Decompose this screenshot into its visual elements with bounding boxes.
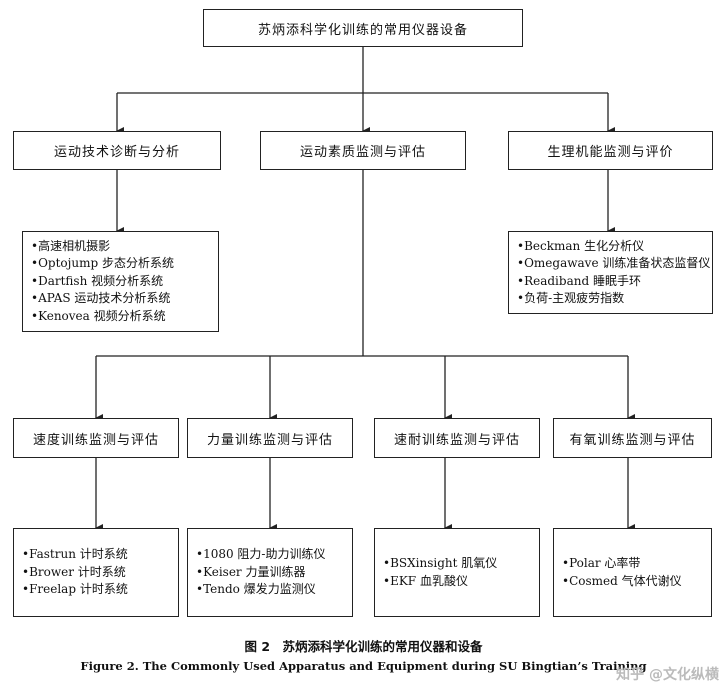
list-aerobic-equipment: •Polar 心率带 •Cosmed 气体代谢仪 bbox=[553, 528, 712, 617]
node-strength-training: 力量训练监测与评估 bbox=[187, 418, 353, 458]
watermark: 知乎 @文化纵横 bbox=[616, 667, 719, 683]
node-speed-endurance-training: 速耐训练监测与评估 bbox=[374, 418, 540, 458]
list-item: •EKF 血乳酸仪 bbox=[383, 573, 468, 588]
node-speed-training: 速度训练监测与评估 bbox=[13, 418, 179, 458]
list-speed-endurance-equipment: •BSXinsight 肌氧仪 •EKF 血乳酸仪 bbox=[374, 528, 540, 617]
list-physiology-equipment: •Beckman 生化分析仪 •Omegawave 训练准备状态监督仪 •Rea… bbox=[508, 231, 713, 314]
node-quality-monitoring: 运动素质监测与评估 bbox=[260, 131, 466, 170]
list-item: •Freelap 计时系统 bbox=[22, 582, 128, 597]
list-item: •Tendo 爆发力监测仪 bbox=[196, 582, 316, 597]
list-item: •Fastrun 计时系统 bbox=[22, 547, 128, 562]
list-item: •Keiser 力量训练器 bbox=[196, 564, 306, 579]
list-item: •Cosmed 气体代谢仪 bbox=[562, 573, 682, 588]
list-technique-equipment: •高速相机摄影 •Optojump 步态分析系统 •Dartfish 视频分析系… bbox=[22, 231, 219, 332]
list-item: •高速相机摄影 bbox=[31, 238, 111, 253]
node-aerobic-training: 有氧训练监测与评估 bbox=[553, 418, 712, 458]
figure-caption-chinese: 图 2 苏炳添科学化训练的常用仪器和设备 bbox=[244, 639, 483, 654]
list-item: •Polar 心率带 bbox=[562, 556, 641, 570]
list-item: •Omegawave 训练准备状态监督仪 bbox=[517, 256, 711, 270]
node-physiology-evaluation: 生理机能监测与评价 bbox=[508, 131, 713, 170]
list-item: •Beckman 生化分析仪 bbox=[517, 238, 645, 253]
list-speed-equipment: •Fastrun 计时系统 •Brower 计时系统 •Freelap 计时系统 bbox=[13, 528, 179, 617]
list-item: •BSXinsight 肌氧仪 bbox=[383, 556, 498, 570]
list-item: •Kenovea 视频分析系统 bbox=[31, 308, 166, 323]
root-node: 苏炳添科学化训练的常用仪器设备 bbox=[203, 9, 523, 47]
list-item: •Brower 计时系统 bbox=[22, 564, 126, 579]
list-item: •APAS 运动技术分析系统 bbox=[31, 291, 171, 306]
list-item: •Optojump 步态分析系统 bbox=[31, 256, 174, 271]
figure-caption-english: Figure 2. The Commonly Used Apparatus an… bbox=[80, 659, 647, 673]
list-item: •Dartfish 视频分析系统 bbox=[31, 273, 164, 288]
list-item: •1080 阻力-助力训练仪 bbox=[196, 547, 326, 562]
list-strength-equipment: •1080 阻力-助力训练仪 •Keiser 力量训练器 •Tendo 爆发力监… bbox=[187, 528, 353, 617]
list-item: •负荷-主观疲劳指数 bbox=[517, 291, 625, 305]
node-technique-analysis: 运动技术诊断与分析 bbox=[13, 131, 221, 170]
list-item: •Readiband 睡眠手环 bbox=[517, 273, 641, 288]
